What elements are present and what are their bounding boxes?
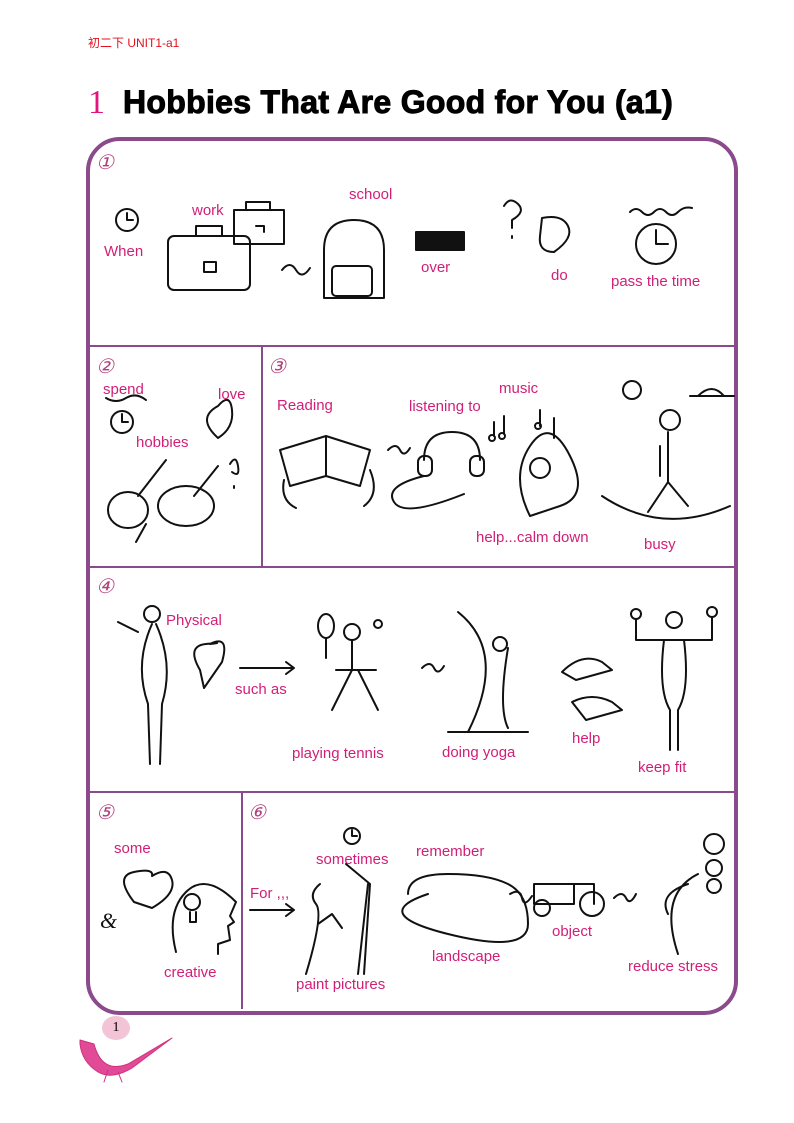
page-title: Hobbies That Are Good for You (a1) <box>122 84 674 121</box>
label-spend: spend <box>103 381 144 398</box>
label-paint-pictures: paint pictures <box>296 976 386 993</box>
illustration-frame <box>86 137 738 1015</box>
label-some: some <box>114 840 151 857</box>
section-number: ⑥ <box>248 802 266 824</box>
reading-book-icon <box>279 435 375 509</box>
label-physical: Physical <box>166 612 222 629</box>
painting-landscape-tractor-icon <box>249 827 725 975</box>
briefcase-icon <box>167 201 285 291</box>
question-hand-icon <box>503 199 571 253</box>
page-header: 初二下 UNIT1-a1 <box>88 36 180 50</box>
pheasant-bird-icon <box>79 1037 173 1083</box>
hobbies-guitar-palette-icon <box>105 394 240 543</box>
label-keep-fit: keep fit <box>638 759 687 776</box>
label-help-calm-down: help...calm down <box>476 529 589 546</box>
label-reduce-stress: reduce stress <box>628 958 719 975</box>
girl-listening-music-icon <box>488 409 579 517</box>
label-love: love <box>218 386 246 403</box>
time-passing-clock-icon <box>629 206 693 265</box>
woman-dumbbell-heart-icon <box>117 605 295 765</box>
label-for: For ,,, <box>250 885 290 902</box>
label-ampersand: & <box>100 908 118 933</box>
section-number: ① <box>96 152 114 174</box>
label-busy: busy <box>644 536 676 553</box>
headphones-icon <box>387 431 485 510</box>
label-sometimes: sometimes <box>316 851 389 868</box>
walking-person-icon <box>601 380 735 520</box>
yoga-pose-icon <box>421 611 529 733</box>
label-such-as: such as <box>235 681 287 698</box>
heart-lightbulb-head-icon <box>123 869 237 955</box>
clapperboard-icon <box>415 231 465 251</box>
divider <box>90 791 734 793</box>
label-pass-the-time: pass the time <box>611 273 701 290</box>
label-music: music <box>499 380 539 397</box>
label-hobbies: hobbies <box>136 434 189 451</box>
divider <box>261 347 263 566</box>
label-remember: remember <box>416 843 485 860</box>
label-landscape: landscape <box>432 948 501 965</box>
label-help: help <box>572 730 601 747</box>
tennis-player-icon <box>317 613 383 711</box>
label-doing-yoga: doing yoga <box>442 744 516 761</box>
label-when: When <box>104 243 144 260</box>
divider <box>90 566 734 568</box>
divider <box>90 345 734 347</box>
label-reading: Reading <box>277 397 333 414</box>
label-listening-to: listening to <box>409 398 481 415</box>
section-number: ⑤ <box>96 802 114 824</box>
title-number: 1 <box>88 84 105 121</box>
page-number: 1 <box>102 1016 130 1040</box>
section-number: ② <box>96 356 114 378</box>
clapping-hands-icon <box>561 657 623 721</box>
label-work: work <box>192 202 224 219</box>
label-playing-tennis: playing tennis <box>292 745 384 762</box>
label-school: school <box>349 186 393 203</box>
fit-woman-icon <box>630 606 718 751</box>
label-do: do <box>551 267 568 284</box>
clock-icon <box>115 208 139 232</box>
divider <box>241 793 243 1009</box>
label-creative: creative <box>164 964 217 981</box>
label-object: object <box>552 923 593 940</box>
label-over: over <box>421 259 451 276</box>
section-number: ③ <box>268 356 286 378</box>
section-number: ④ <box>96 576 114 598</box>
backpack-icon <box>281 219 385 299</box>
